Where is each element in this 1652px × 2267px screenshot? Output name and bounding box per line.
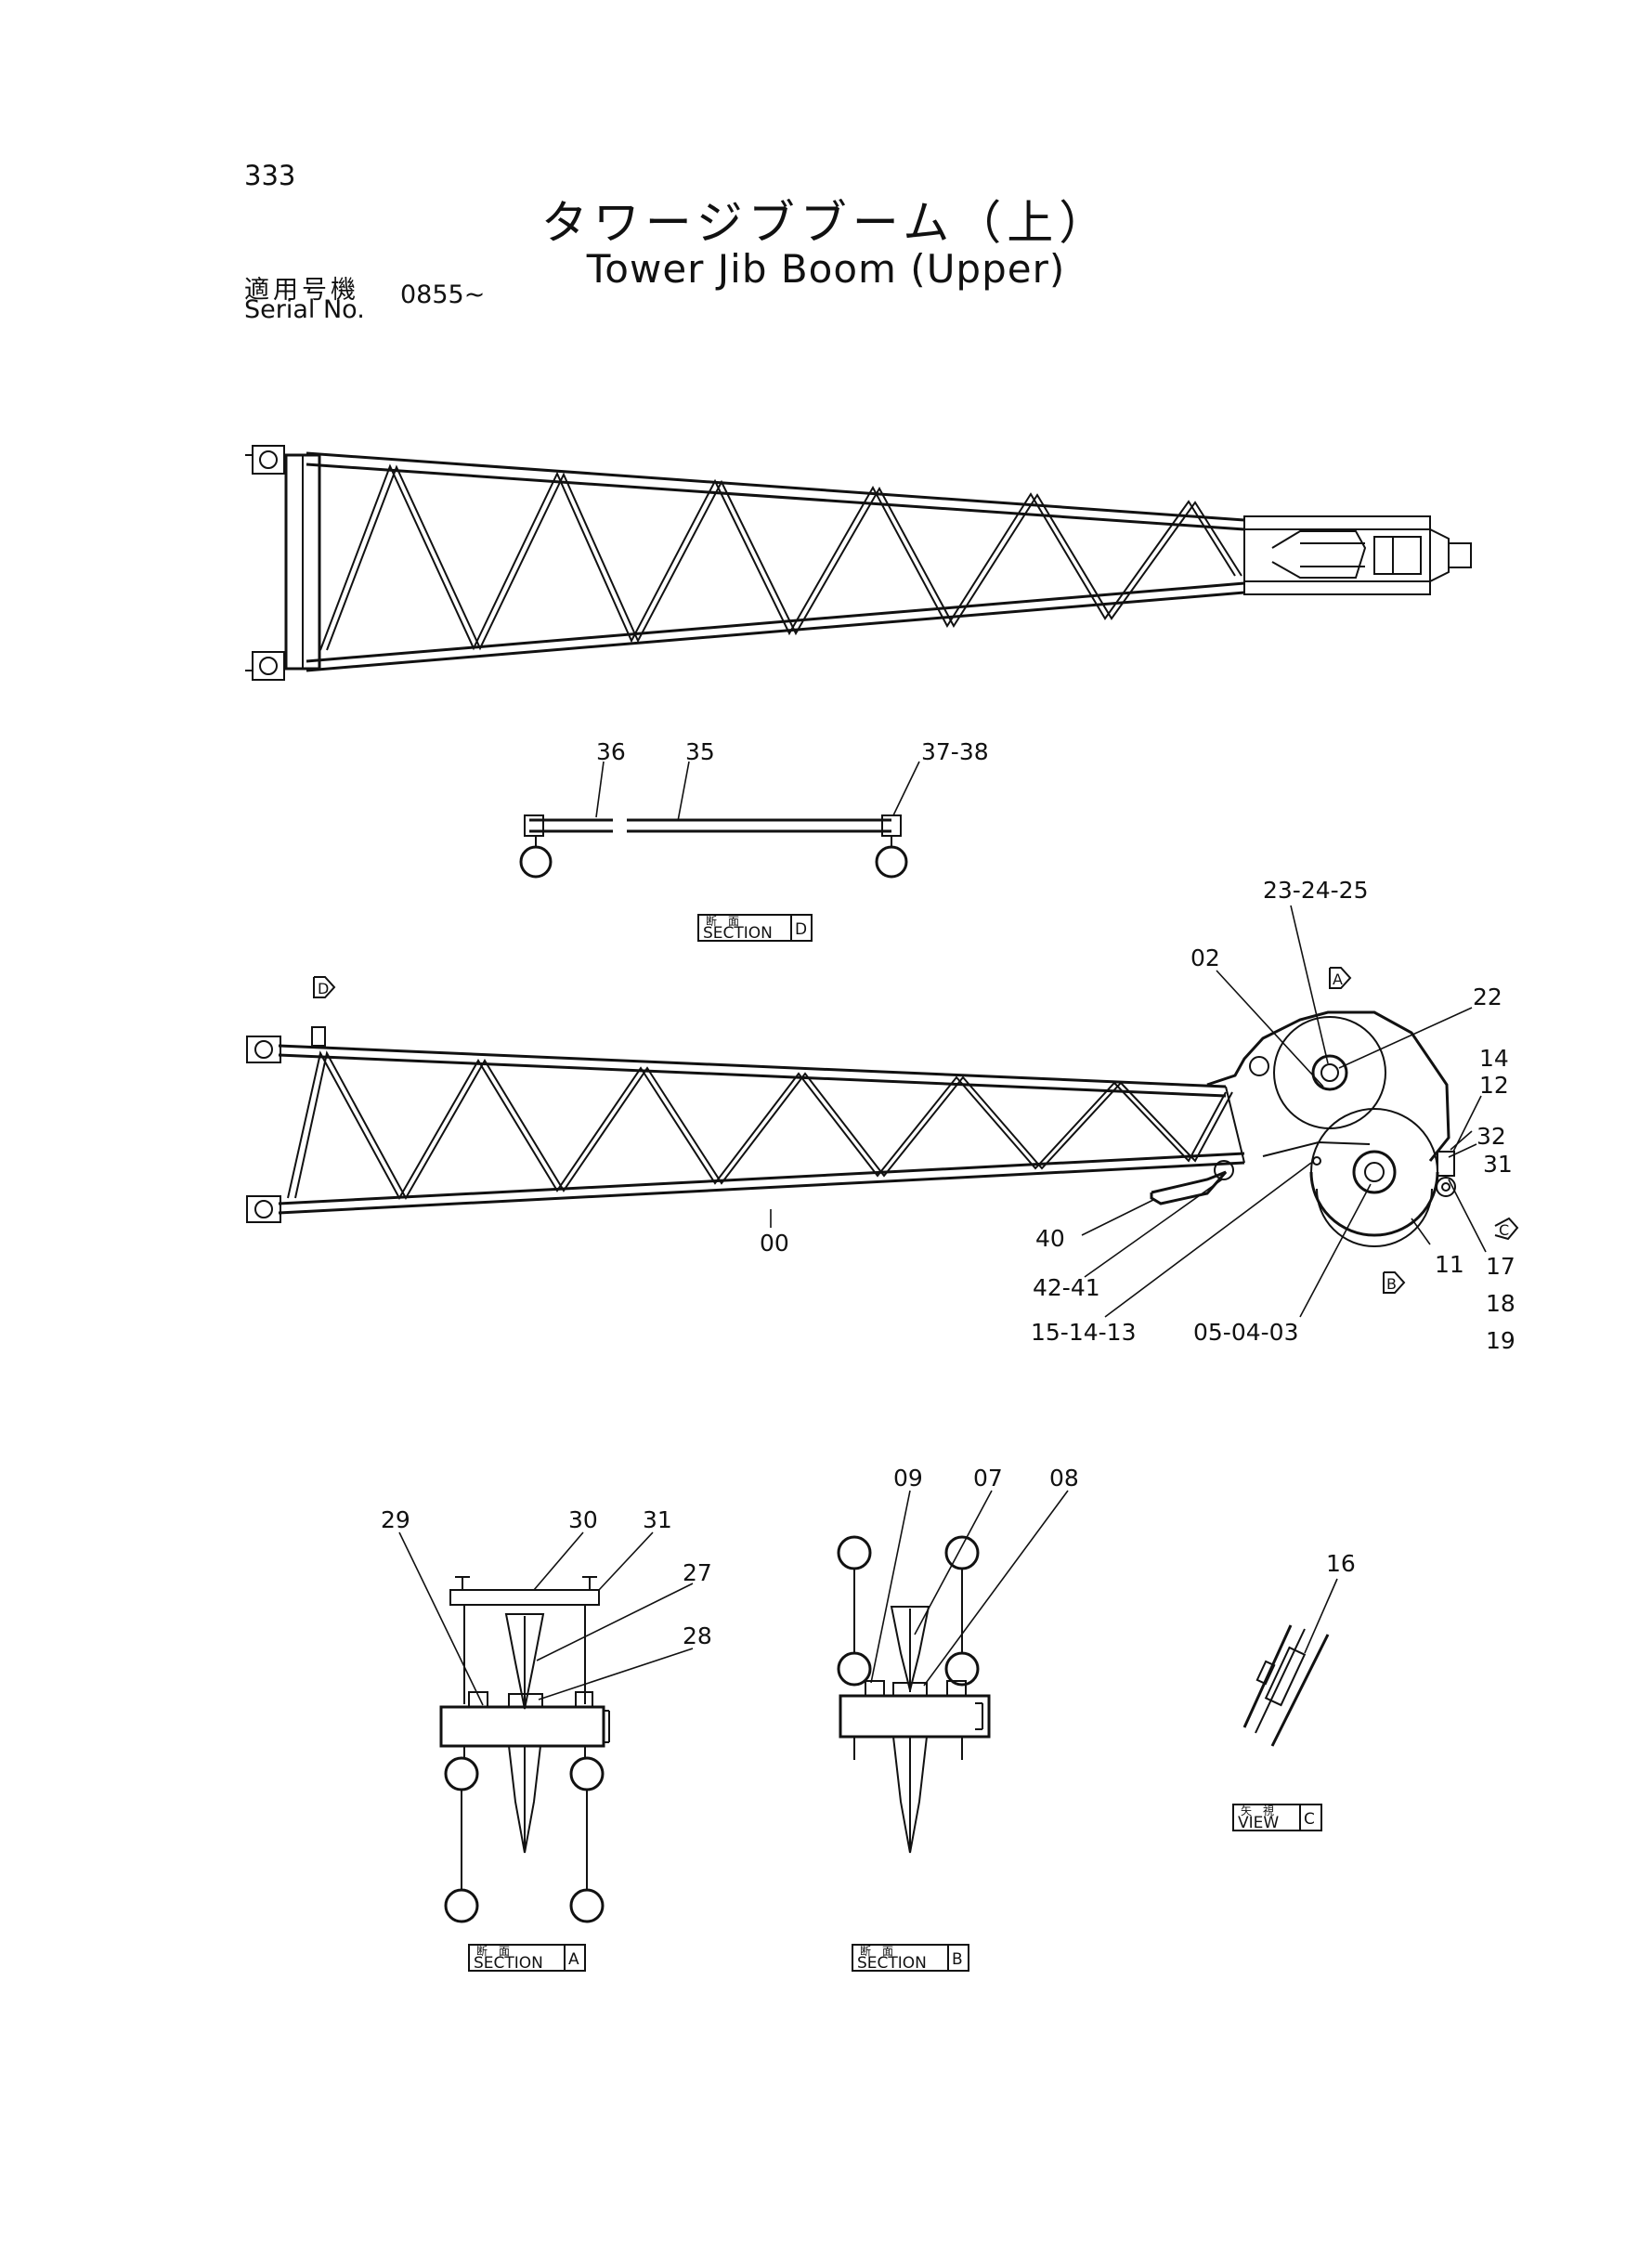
section-a-letter: A <box>568 1950 579 1969</box>
part-label-32: 32 <box>1476 1123 1506 1150</box>
section-a-detail <box>439 1576 610 1923</box>
part-label-42-41: 42-41 <box>1033 1274 1100 1301</box>
part-label-31-section-a: 31 <box>643 1506 672 1533</box>
part-label-11: 11 <box>1435 1251 1464 1278</box>
serial-label-japanese: 適用号機 <box>244 276 359 305</box>
part-label-19: 19 <box>1486 1327 1515 1354</box>
section-d-detail: 36 35 37-38 断 面 SECTION D <box>519 738 989 943</box>
part-label-35: 35 <box>685 738 715 765</box>
part-label-27: 27 <box>683 1559 712 1586</box>
title-japanese: タワージブブーム（上） <box>540 196 1112 250</box>
svg-text:A: A <box>1333 971 1343 988</box>
section-a-jp: 断 面 <box>476 1944 510 1958</box>
view-c-letter: C <box>1304 1810 1315 1829</box>
part-label-05-04-03: 05-04-03 <box>1193 1319 1298 1346</box>
part-label-30: 30 <box>568 1506 598 1533</box>
serial-number-range: 0855~ <box>400 280 486 309</box>
part-label-12: 12 <box>1479 1072 1509 1099</box>
svg-text:D: D <box>318 980 329 997</box>
view-marker-c: C <box>1494 1217 1519 1241</box>
view-marker-b: B <box>1383 1271 1406 1294</box>
part-label-16: 16 <box>1326 1550 1356 1577</box>
part-label-14: 14 <box>1479 1045 1509 1072</box>
part-label-23-24-25: 23-24-25 <box>1263 877 1368 904</box>
title-english: Tower Jib Boom (Upper) <box>586 246 1066 292</box>
view-marker-d: D <box>313 976 336 998</box>
part-label-37-38: 37-38 <box>921 738 989 765</box>
boom-side-view <box>246 1010 1456 1247</box>
serial-label-english: Serial No. <box>244 295 365 324</box>
section-d-word: SECTION <box>703 924 773 943</box>
part-label-07: 07 <box>973 1465 1003 1492</box>
view-marker-a: A <box>1329 967 1352 989</box>
part-label-09: 09 <box>893 1465 923 1492</box>
section-d-letter: D <box>795 920 807 939</box>
view-c-detail <box>1242 1624 1330 1747</box>
section-b-letter: B <box>952 1950 963 1969</box>
part-label-17: 17 <box>1486 1253 1515 1280</box>
part-label-18: 18 <box>1486 1290 1515 1317</box>
part-label-02: 02 <box>1190 945 1220 971</box>
part-label-08: 08 <box>1049 1465 1079 1492</box>
page-number: 333 <box>244 160 296 191</box>
part-label-31: 31 <box>1483 1151 1513 1178</box>
svg-text:C: C <box>1499 1221 1509 1239</box>
view-c-word: VIEW <box>1238 1814 1279 1832</box>
part-label-22: 22 <box>1473 984 1502 1010</box>
section-b-jp: 断 面 <box>860 1944 893 1958</box>
section-b-detail <box>837 1535 991 1854</box>
part-label-36: 36 <box>596 738 626 765</box>
part-label-00: 00 <box>760 1230 789 1257</box>
part-label-15-14-13: 15-14-13 <box>1031 1319 1136 1346</box>
part-label-28: 28 <box>683 1622 712 1649</box>
boom-top-view <box>245 445 1472 681</box>
view-c-jp: 矢 視 <box>1241 1804 1274 1818</box>
section-a-word: SECTION <box>474 1954 543 1973</box>
svg-text:B: B <box>1386 1275 1397 1293</box>
section-b-word: SECTION <box>857 1954 927 1973</box>
section-d-jp: 断 面 <box>706 914 739 928</box>
part-label-40: 40 <box>1035 1225 1065 1252</box>
part-label-29: 29 <box>381 1506 410 1533</box>
